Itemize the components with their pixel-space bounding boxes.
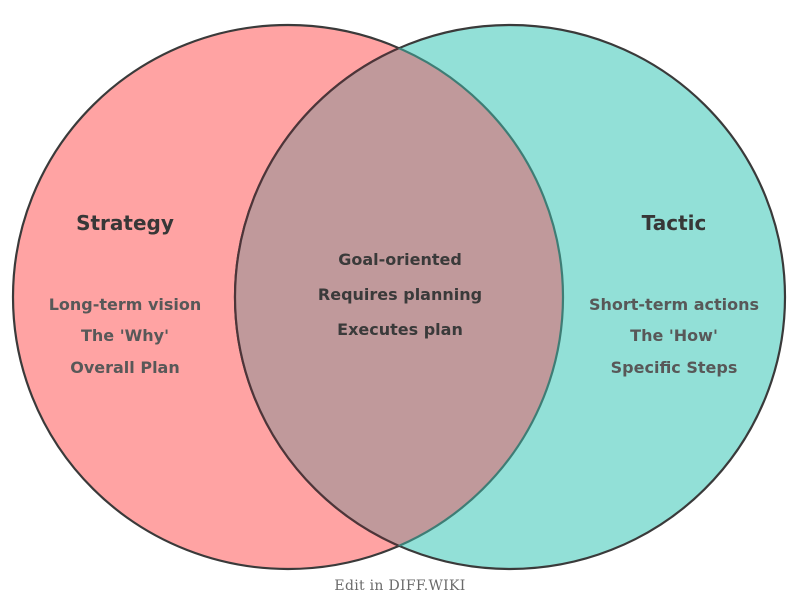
- left-item-2: The 'Why': [81, 326, 169, 345]
- right-circle-title: Tactic: [642, 211, 707, 235]
- right-item-2: The 'How': [630, 326, 718, 345]
- overlap-item-2: Requires planning: [318, 285, 482, 304]
- overlap-right-arc: [235, 25, 565, 569]
- left-circle-title: Strategy: [76, 211, 174, 235]
- overlap-region: [233, 25, 563, 569]
- left-item-3: Overall Plan: [70, 358, 180, 377]
- overlap-item-1: Goal-oriented: [338, 250, 462, 269]
- left-item-1: Long-term vision: [49, 295, 202, 314]
- right-item-3: Specific Steps: [611, 358, 738, 377]
- overlap-item-3: Executes plan: [337, 320, 463, 339]
- right-item-1: Short-term actions: [589, 295, 759, 314]
- edit-in-diffwiki-link[interactable]: Edit in DIFF.WIKI: [334, 578, 465, 594]
